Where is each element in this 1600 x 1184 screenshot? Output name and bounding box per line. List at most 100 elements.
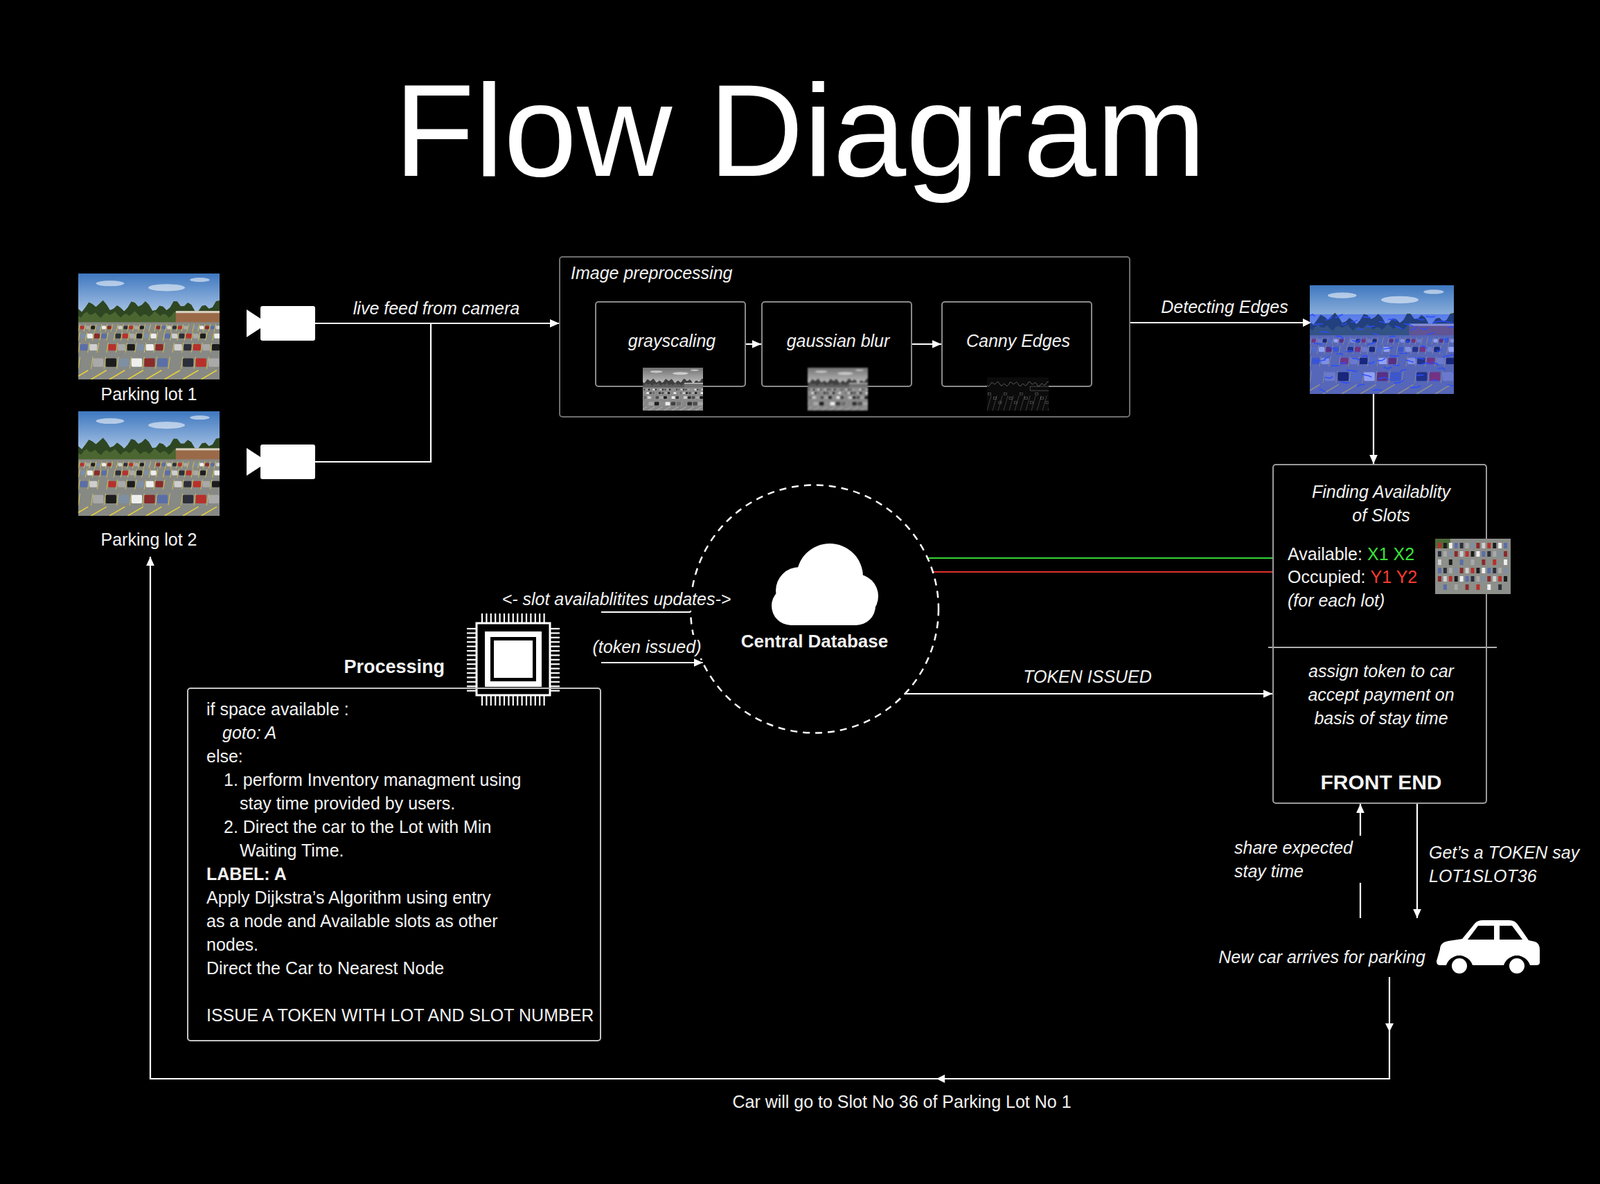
graphic-line	[209, 342, 212, 353]
graphic-rect	[660, 402, 665, 406]
graphic-rect	[840, 389, 843, 391]
graphic-line	[132, 461, 135, 469]
graphic-rect	[182, 495, 194, 504]
graphic-line	[170, 461, 173, 469]
graphic-line	[120, 332, 123, 341]
graphic-rect	[1465, 543, 1470, 549]
graphic-path	[1329, 347, 1337, 350]
graphic-rect	[143, 470, 149, 476]
graphic-path	[1363, 317, 1371, 318]
graphic-rect	[1481, 559, 1486, 566]
graphic-line	[137, 324, 140, 332]
graphic-rect	[117, 344, 126, 351]
graphic-rect	[863, 389, 866, 391]
graphic-path	[1336, 353, 1343, 355]
graphic-rect	[836, 402, 841, 406]
graphic-rect	[812, 396, 816, 399]
graphic-line	[809, 388, 811, 392]
graphic-line	[687, 391, 689, 395]
graphic-line	[819, 391, 821, 395]
graphic-path	[1362, 374, 1373, 378]
graphic-line	[807, 388, 809, 392]
graphic-line	[198, 332, 201, 341]
graphic-line	[828, 388, 830, 392]
graphic-rect	[118, 358, 129, 367]
graphic-line	[682, 388, 683, 392]
graphic-rect	[1437, 567, 1442, 574]
graphic-rect	[199, 325, 204, 330]
graphic-rect	[89, 481, 97, 488]
graphic-path	[1324, 357, 1330, 360]
graphic-rect	[1492, 551, 1497, 557]
graphic-rect	[1460, 551, 1464, 557]
text-line: Processing	[187, 655, 445, 679]
graphic-path	[1325, 317, 1332, 320]
graphic-rect	[1449, 567, 1453, 574]
graphic-path	[1334, 314, 1343, 318]
graphic-g	[771, 543, 879, 626]
text-line: LABEL: A	[206, 862, 287, 886]
graphic-rect	[175, 448, 220, 451]
graphic-line	[170, 469, 173, 478]
graphic-rect	[484, 631, 542, 688]
chip-icon	[465, 612, 562, 708]
connector	[315, 323, 559, 462]
graphic-line	[700, 391, 701, 395]
graphic-line	[205, 469, 208, 478]
graphic-line	[142, 356, 145, 369]
graphic-rect	[174, 344, 183, 351]
graphic-path	[1436, 349, 1442, 352]
graphic-rect	[164, 333, 171, 339]
graphic-rect	[684, 383, 704, 389]
graphic-line	[113, 469, 116, 478]
graphic-rect	[150, 470, 157, 476]
graphic-line	[109, 507, 125, 517]
graphic-ellipse	[672, 371, 689, 375]
graphic-rect	[208, 358, 219, 367]
graphic-path	[1432, 321, 1443, 323]
graphic-rect	[155, 462, 160, 467]
graphic-circle	[1450, 957, 1469, 976]
graphic-rect	[1437, 543, 1442, 549]
graphic-rect	[1465, 567, 1470, 574]
graphic-line	[143, 461, 146, 469]
graphic-rect	[1481, 551, 1486, 557]
graphic-rect	[1460, 559, 1464, 566]
graphic-line	[654, 391, 656, 395]
graphic-path	[1378, 377, 1390, 380]
graphic-rect	[808, 389, 811, 391]
graphic-rect	[1449, 576, 1453, 582]
graphic-path	[1441, 320, 1453, 323]
graphic-rect	[1487, 551, 1491, 557]
car: New car arrives for parking	[1194, 918, 1541, 978]
graphic-rect	[1437, 559, 1442, 566]
graphic-line	[698, 396, 700, 401]
graphic-rect	[118, 495, 129, 504]
graphic-line	[861, 391, 863, 395]
graphic-rect	[695, 396, 699, 399]
edge-detected-photo	[1304, 285, 1470, 395]
graphic-circle	[1507, 957, 1526, 976]
graphic-rect	[136, 333, 142, 339]
thumbnail	[642, 367, 704, 411]
graphic-rect	[1460, 567, 1464, 574]
graphic-rect	[94, 333, 100, 339]
arrow-head	[936, 1074, 945, 1084]
graphic-path	[1452, 354, 1459, 357]
graphic-rect	[840, 396, 844, 399]
graphic-line	[105, 324, 108, 332]
graphic-rect	[136, 470, 142, 476]
graphic-line	[202, 461, 206, 469]
thumbnail	[1435, 538, 1511, 595]
graphic-line	[170, 324, 173, 332]
graphic-path	[1377, 358, 1386, 361]
graphic-rect	[117, 481, 126, 488]
graphic-rect	[136, 481, 145, 488]
graphic-line	[208, 324, 211, 332]
graphic-rect	[178, 325, 183, 330]
node-text: 1. perform Inventory managment using sta…	[223, 770, 521, 814]
text-line: Direct the Car to Nearest Node	[206, 956, 444, 981]
graphic-rect	[833, 389, 837, 391]
graphic-line	[843, 391, 845, 395]
